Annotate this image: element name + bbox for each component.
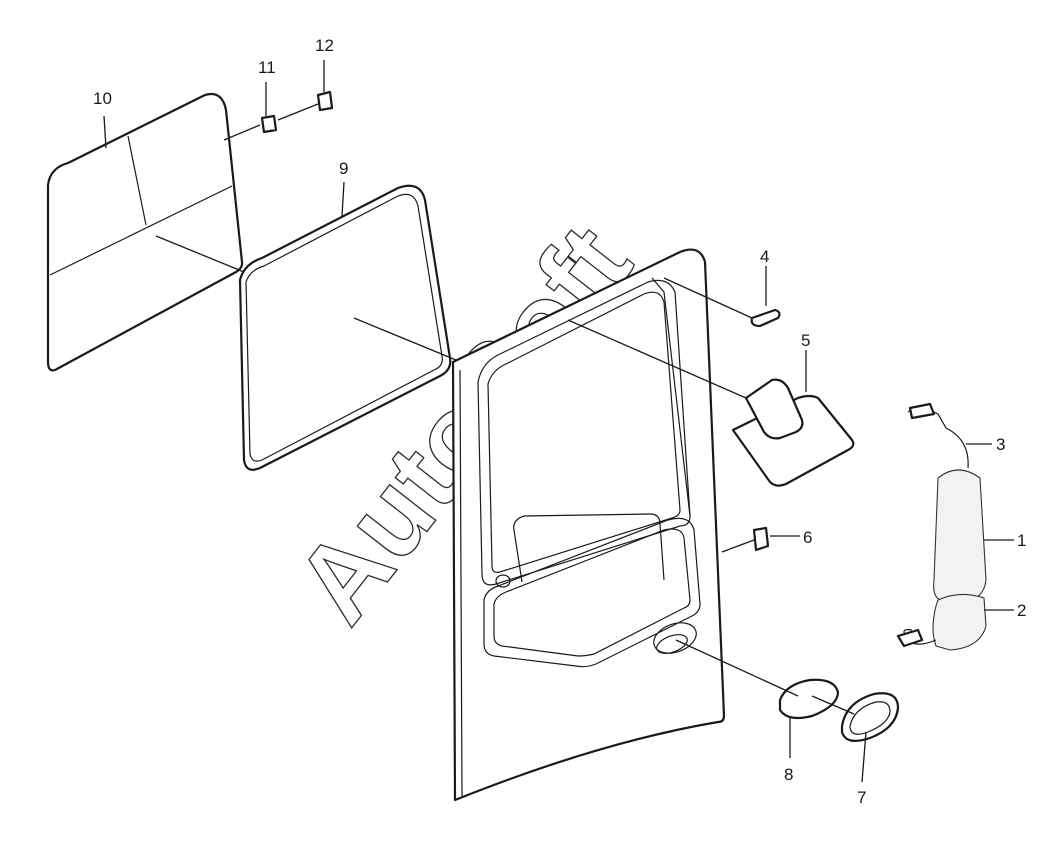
part-12-clip <box>316 90 334 112</box>
callout-4: 4 <box>760 247 769 266</box>
callout-7: 7 <box>857 788 866 807</box>
part-8-gasket <box>778 678 840 720</box>
callout-3: 3 <box>996 435 1005 454</box>
callout-11: 11 <box>258 58 276 77</box>
callout-5: 5 <box>801 331 810 350</box>
part-5-interior-mirror <box>731 378 855 487</box>
callout-8: 8 <box>784 765 793 784</box>
part-1-2-3-exterior-mirror <box>896 402 987 651</box>
callout-10: 10 <box>93 89 112 108</box>
part-4-bracket <box>750 308 781 328</box>
door-panel <box>451 248 726 802</box>
callout-2: 2 <box>1017 601 1026 620</box>
part-6-clip <box>752 526 770 552</box>
callout-9: 9 <box>339 159 348 178</box>
part-10-glass-panel <box>46 92 244 372</box>
callout-12: 12 <box>315 36 334 55</box>
callout-6: 6 <box>803 528 812 547</box>
callout-1: 1 <box>1017 531 1026 550</box>
leader-lines <box>103 60 1014 783</box>
part-11-clip <box>260 114 278 134</box>
part-7-door-handle <box>840 692 900 743</box>
